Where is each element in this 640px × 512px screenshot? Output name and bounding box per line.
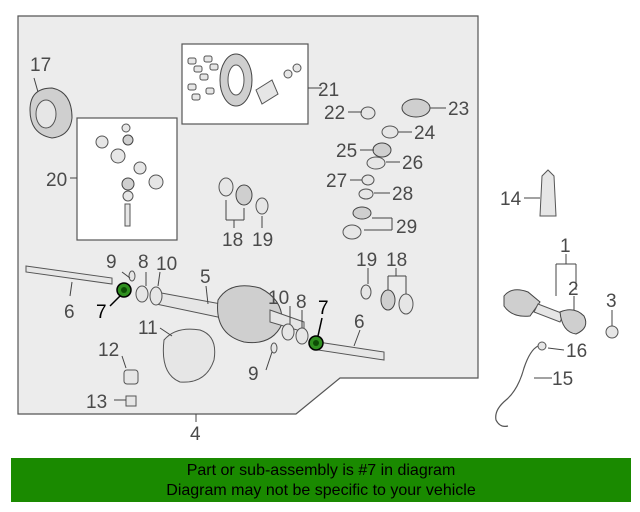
axle-housing-icon	[155, 285, 305, 344]
callout-10-left: 10	[156, 254, 177, 275]
callout-7-arrows	[109, 295, 323, 337]
callout-29: 29	[396, 217, 417, 238]
sealant-tube-icon	[539, 169, 557, 217]
pinion-parts-icons	[342, 98, 431, 240]
seal-right-icon	[308, 335, 324, 351]
callout-11: 11	[138, 318, 158, 339]
callout-7-left: 7	[96, 302, 107, 323]
leader-lines	[33, 77, 613, 422]
callout-13: 13	[86, 392, 107, 413]
bearing-right-icon	[270, 323, 309, 354]
callout-1: 1	[560, 236, 571, 257]
callout-6-right: 6	[354, 312, 365, 333]
callout-21: 21	[318, 80, 339, 101]
callout-3: 3	[606, 291, 617, 312]
callout-10-right: 10	[268, 288, 289, 309]
callout-8-left: 8	[138, 252, 149, 273]
callout-12: 12	[98, 340, 119, 361]
ring-pinion-icon	[187, 53, 302, 107]
parts-diagram: 17 20 21 22 23 24 25 26 27 28 29 18 19 9…	[17, 15, 619, 445]
info-banner-fill: Part or sub-assembly is #7 in diagram Di…	[11, 458, 631, 502]
left-axle-shaft	[25, 265, 113, 285]
callout-18-right: 18	[386, 250, 407, 271]
banner-line-1: Part or sub-assembly is #7 in diagram	[186, 462, 456, 479]
callout-28: 28	[392, 184, 413, 205]
callout-20: 20	[46, 170, 67, 191]
callout-22: 22	[324, 103, 345, 124]
callout-5: 5	[200, 267, 211, 288]
diff-cover-icon	[162, 328, 216, 383]
callout-2: 2	[568, 279, 579, 300]
carrier-housing-icon	[29, 87, 73, 139]
callout-7-right: 7	[318, 298, 329, 319]
callout-14: 14	[500, 189, 522, 210]
callout-15: 15	[552, 369, 573, 390]
callout-25: 25	[336, 141, 357, 162]
callout-23: 23	[448, 99, 469, 120]
callout-9-bottom: 9	[248, 364, 259, 385]
callout-26: 26	[402, 153, 423, 174]
callout-17: 17	[30, 55, 51, 76]
banner-line-2: Diagram may not be specific to your vehi…	[166, 482, 476, 499]
callout-6-left: 6	[64, 302, 75, 323]
callout-19-top: 19	[252, 230, 273, 251]
callout-16: 16	[566, 341, 587, 362]
bearing-left-icon	[128, 270, 163, 306]
callout-8-right: 8	[296, 292, 307, 313]
vent-hose-icon	[495, 345, 539, 427]
bolt-icons	[123, 369, 139, 407]
carrier-bearings-top	[218, 177, 269, 215]
callout-24: 24	[414, 123, 436, 144]
callout-9-top: 9	[106, 252, 117, 273]
callout-27: 27	[326, 171, 347, 192]
seal-left-icon	[116, 282, 132, 298]
callout-4: 4	[190, 424, 201, 445]
diff-gears-icon	[95, 123, 164, 227]
halfshaft-icon	[503, 289, 619, 339]
info-banner: Part or sub-assembly is #7 in diagram Di…	[11, 458, 631, 502]
callout-19-right: 19	[356, 250, 377, 271]
callout-18-top: 18	[222, 230, 243, 251]
